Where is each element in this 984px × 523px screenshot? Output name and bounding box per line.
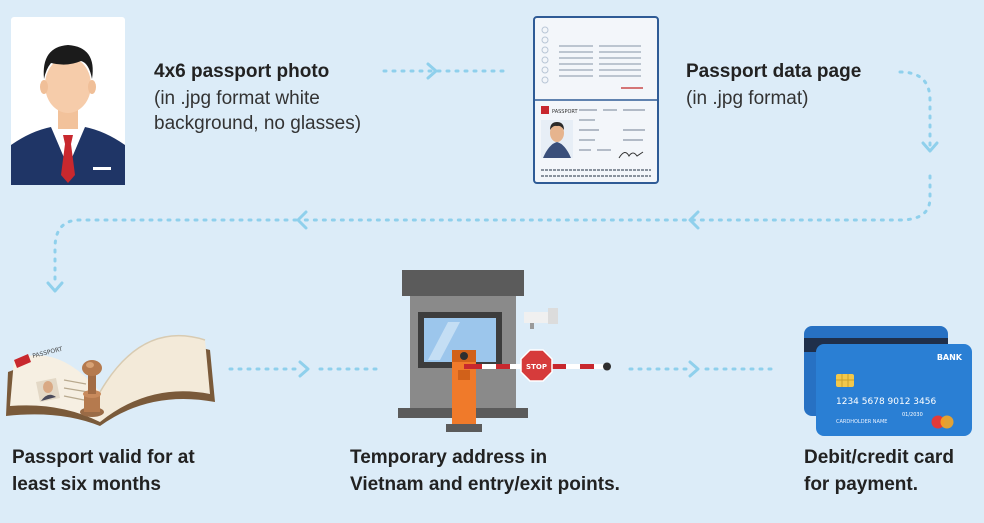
arrow-left-icon xyxy=(296,210,308,230)
datapage-detail: (in .jpg format) xyxy=(686,88,809,109)
card-number: 1234 5678 9012 3456 xyxy=(836,397,936,407)
card-holder-name: CARDHOLDER NAME xyxy=(836,419,887,425)
arrow-left-icon xyxy=(688,210,700,230)
validity-caption-line2: least six months xyxy=(12,474,161,495)
card-bank-label: BANK xyxy=(937,353,963,362)
arrow-right-icon xyxy=(688,360,700,378)
passport-data-page-icon: PASSPORT xyxy=(533,16,659,184)
address-caption-line1: Temporary address in xyxy=(350,447,548,468)
arrow-right-icon xyxy=(298,360,310,378)
address-caption-line2: Vietnam and entry/exit points. xyxy=(350,474,620,495)
photo-detail-line1: (in .jpg format white xyxy=(154,88,320,109)
arrow-down-icon xyxy=(46,281,64,293)
credit-card-icon: BANK 1234 5678 9012 3456 01/2030 CARDHOL… xyxy=(804,326,972,436)
payment-caption-line2: for payment. xyxy=(804,474,919,495)
datapage-doc-label: PASSPORT xyxy=(552,109,579,115)
photo-detail-line2: background, no glasses) xyxy=(154,113,362,134)
validity-caption-line1: Passport valid for at xyxy=(12,447,195,468)
photo-title: 4x6 passport photo xyxy=(154,61,330,82)
open-passport-stamp-icon: PASSPORT xyxy=(6,335,215,426)
datapage-title: Passport data page xyxy=(686,61,862,82)
passport-photo-icon xyxy=(11,17,125,185)
checkpoint-booth-icon: STOP xyxy=(398,270,611,432)
payment-caption-line1: Debit/credit card xyxy=(804,447,954,468)
stop-sign-label: STOP xyxy=(526,363,547,371)
arrow-down-icon xyxy=(921,141,939,153)
arrow-right-icon xyxy=(426,62,438,80)
card-expiry: 01/2030 xyxy=(902,412,923,418)
